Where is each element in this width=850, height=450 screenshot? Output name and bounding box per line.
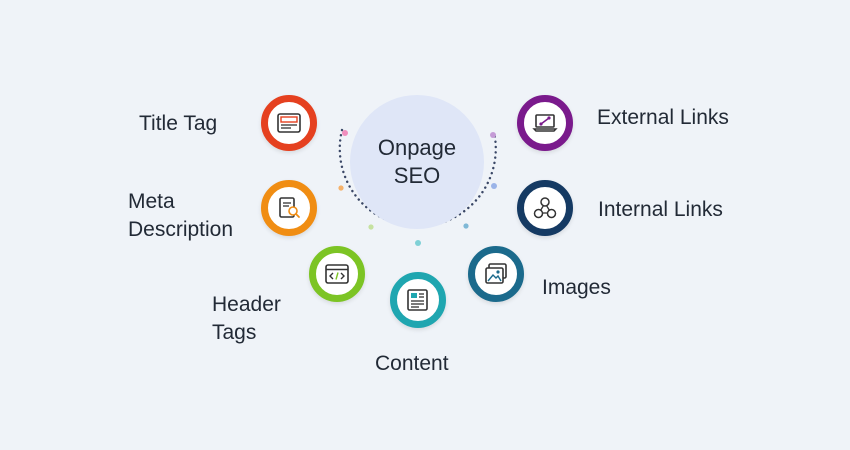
node-external-links — [517, 95, 573, 151]
node-content — [390, 272, 446, 328]
code-window-icon — [325, 264, 349, 284]
label-internal-links-line-1: Internal Links — [598, 198, 723, 221]
label-internal-links: Internal Links — [598, 196, 723, 224]
label-meta-description-line-1: Meta — [128, 190, 175, 213]
label-external-links: External Links — [597, 104, 729, 132]
node-images — [468, 246, 524, 302]
label-meta-description: Meta Description — [128, 188, 233, 244]
arc-dot — [491, 183, 497, 189]
label-title-tag-line-1: Title Tag — [139, 112, 218, 135]
laptop-link-icon — [532, 114, 558, 132]
label-header-tags-line-2: Tags — [212, 321, 257, 344]
label-header-tags: Header Tags — [212, 291, 281, 347]
label-content: Content — [375, 350, 449, 378]
label-images: Images — [542, 274, 611, 302]
label-header-tags-line-1: Header — [212, 293, 281, 316]
label-content-line-1: Content — [375, 352, 449, 375]
node-meta-description — [261, 180, 317, 236]
label-images-line-1: Images — [542, 276, 611, 299]
arc-dot — [368, 224, 374, 230]
node-header-tags — [309, 246, 365, 302]
arc-dot — [463, 223, 469, 229]
center-title-line-2: SEO — [393, 163, 441, 188]
node-internal-links — [517, 180, 573, 236]
label-meta-description-line-2: Description — [128, 218, 234, 241]
label-external-links-line-1: External Links — [597, 106, 729, 129]
document-search-icon — [279, 197, 300, 218]
arc-dot — [342, 130, 348, 136]
arc-dot — [338, 185, 344, 191]
title-icon — [277, 113, 301, 133]
link-nodes-icon — [533, 197, 557, 219]
image-gallery-icon — [485, 263, 507, 284]
article-icon — [407, 289, 428, 311]
label-title-tag: Title Tag — [139, 110, 217, 138]
arc-dot — [490, 132, 496, 138]
center-hub: Onpage SEO — [350, 95, 484, 229]
node-title-tag — [261, 95, 317, 151]
arc-dot — [415, 240, 421, 246]
center-title-line-1: Onpage — [377, 135, 457, 160]
